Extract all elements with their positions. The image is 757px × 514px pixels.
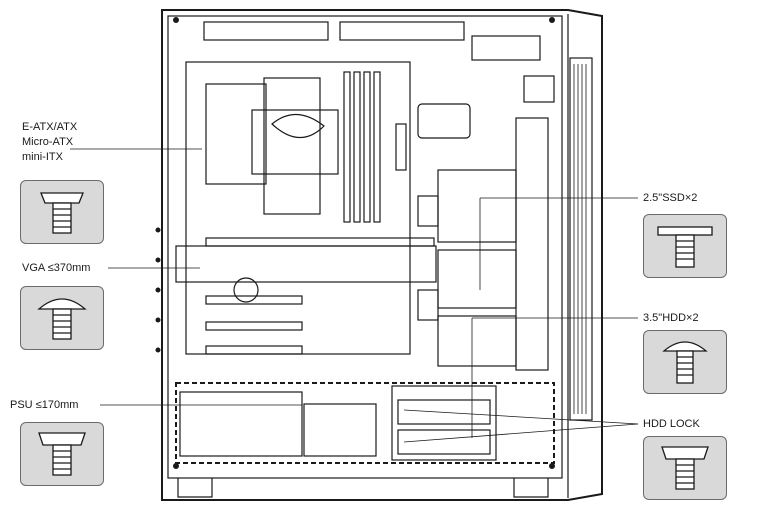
ssd-screw-box [643,214,727,278]
motherboard-label-eatx: E-ATX/ATX [22,121,78,133]
motherboard-screw-icon [40,192,84,234]
hdd-label: 3.5"HDD×2 [643,312,699,324]
vga-screw-icon [37,298,87,340]
hdd-screw-icon [662,341,708,384]
vga-screw-box [20,286,104,350]
motherboard-label-matx: Micro-ATX [22,136,74,148]
motherboard-label-itx: mini-ITX [22,151,63,163]
psu-screw-icon [38,432,86,476]
ssd-screw-icon [657,226,713,268]
hdd-lock-label: HDD LOCK [643,418,700,430]
psu-label: PSU ≤170mm [10,399,79,411]
motherboard-screw-box [20,180,104,244]
psu-screw-box [20,422,104,486]
vga-label: VGA ≤370mm [22,262,91,274]
hdd-lock-screw-box [643,436,727,500]
ssd-label: 2.5"SSD×2 [643,192,698,204]
hdd-lock-screw-icon [661,446,709,490]
hdd-screw-box [643,330,727,394]
